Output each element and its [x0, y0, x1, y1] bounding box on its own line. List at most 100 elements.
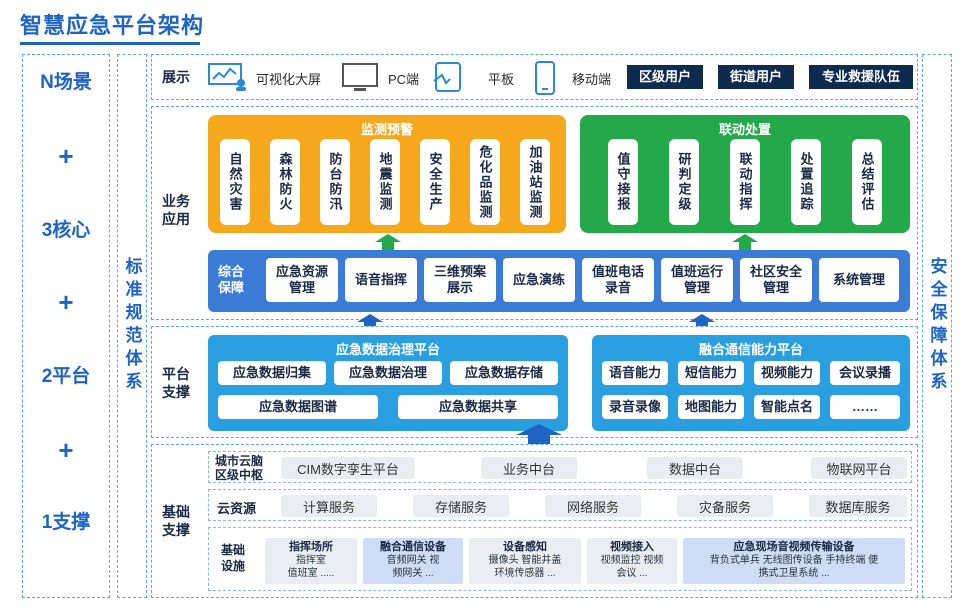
- data-gov-item: 应急数据存储: [450, 361, 558, 385]
- cloud-item: 数据库服务: [809, 495, 907, 517]
- device-label-tablet: 平板: [488, 72, 515, 87]
- support-item: 应急演练: [503, 258, 575, 302]
- support-item-line: 管理: [683, 280, 710, 295]
- cloud-item: 灾备服务: [677, 495, 773, 517]
- comprehensive-support-bar: 综合 保障 应急资源管理 语音指挥 三维预案展示 应急演练 值班电话录音 值班运…: [208, 250, 910, 312]
- linkage-item: 联动指挥: [730, 139, 760, 225]
- infra-desc-line: 背负式单兵 无线图传设备 手持终端 便: [709, 555, 879, 566]
- comm-item: 短信能力: [678, 361, 744, 385]
- infra-title: 应急现场音视频传输设备: [733, 541, 855, 553]
- platform-layer: 平台 支撑 应急数据治理平台 应急数据归集 应急数据治理 应急数据存储 应急数据…: [151, 326, 918, 438]
- infra-field-av-transmission: 应急现场音视频传输设备 背负式单兵 无线图传设备 手持终端 便 携式卫星系统 .…: [683, 538, 905, 584]
- title-underline: [20, 42, 200, 45]
- base-label-line1: 基础: [162, 504, 190, 520]
- standard-column: 标准规范体系: [117, 54, 147, 598]
- monitor-item: 地震监测: [370, 139, 400, 225]
- monitor-warning-panel: 监测预警 自然灾害 森林防火 防台防汛 地震监测 安全生产 危化品监测 加油站监…: [208, 115, 566, 233]
- data-gov-item: 应急数据治理: [334, 361, 442, 385]
- base-label-line2: 支撑: [162, 522, 190, 538]
- platform-layer-label: 平台 支撑: [162, 365, 190, 401]
- infra-title: 融合通信设备: [380, 541, 446, 553]
- infra-command-site: 指挥场所 指挥室 值班室 .....: [265, 538, 357, 584]
- standard-system-label: 标准规范体系: [122, 257, 142, 395]
- linkage-disposal-panel: 联动处置 值守接报 研判定级 联动指挥 处置追踪 总结评估: [580, 115, 910, 233]
- infra-desc-line: 会议 ...: [616, 568, 648, 579]
- support-item: 值班电话录音: [582, 258, 654, 302]
- comm-item: 会议录播: [830, 361, 900, 385]
- support-item: 三维预案展示: [424, 258, 496, 302]
- infra-label-line1: 基础: [221, 543, 246, 557]
- base-layer: 基础 支撑 城市云脑 区级中枢 CIM数字孪生平台 业务中台 数据中台 物联网平…: [151, 444, 918, 598]
- linkage-item: 研判定级: [669, 139, 699, 225]
- city-brain-label-line1: 城市云脑: [215, 454, 264, 468]
- scene-count: N场景: [40, 72, 92, 93]
- linkage-item: 处置追踪: [791, 139, 821, 225]
- cloud-resource-label: 云资源: [217, 501, 257, 516]
- comm-item: 录音录像: [602, 395, 668, 419]
- city-brain-row: 城市云脑 区级中枢 CIM数字孪生平台 业务中台 数据中台 物联网平台: [208, 451, 912, 483]
- comm-item: 视频能力: [754, 361, 820, 385]
- base-layer-label: 基础 支撑: [162, 503, 190, 539]
- support-count: 1支撑: [41, 512, 91, 533]
- support-item-line: 管理: [762, 280, 789, 295]
- support-item: 社区安全管理: [740, 258, 812, 302]
- device-label-screen: 可视化大屏: [256, 72, 322, 87]
- monitor-item: 危化品监测: [470, 139, 500, 225]
- infra-sensing: 设备感知 摄像头 智能井盖 环境传感器 ...: [469, 538, 581, 584]
- infra-comm-equipment: 融合通信设备 音频网关 视 频网关 ...: [363, 538, 463, 584]
- infra-title: 视频接入: [610, 541, 654, 553]
- comm-item: 地图能力: [678, 395, 744, 419]
- left-summary-column: N场景 + 3核心 + 2平台 + 1支撑: [22, 54, 110, 598]
- dashboard-screen-icon: [208, 63, 248, 96]
- business-label-line2: 应用: [162, 211, 190, 227]
- platform-label-line2: 支撑: [162, 384, 190, 400]
- business-layer: 业务 应用 监测预警 自然灾害 森林防火 防台防汛 地震监测 安全生产 危化品监…: [151, 106, 918, 320]
- device-label-mobile: 移动端: [572, 72, 612, 87]
- comm-item: ……: [830, 395, 900, 419]
- data-gov-item: 应急数据图谱: [218, 395, 378, 419]
- data-gov-item: 应急数据归集: [218, 361, 326, 385]
- linkage-disposal-title: 联动处置: [718, 122, 771, 137]
- linkage-item: 值守接报: [608, 139, 638, 225]
- core-count: 3核心: [41, 220, 91, 241]
- business-layer-label: 业务 应用: [162, 192, 190, 228]
- monitor-icon: [342, 63, 380, 98]
- support-item-line: 值班电话: [591, 264, 644, 279]
- up-arrow-icon: [689, 314, 715, 335]
- user-rescue-team: 专业救援队伍: [809, 65, 913, 89]
- support-item-line: 应急资源: [275, 264, 328, 279]
- plus-sign: +: [58, 287, 74, 317]
- comm-item: 智能点名: [754, 395, 820, 419]
- monitor-warning-title: 监测预警: [360, 122, 413, 137]
- data-governance-platform: 应急数据治理平台 应急数据归集 应急数据治理 应急数据存储 应急数据图谱 应急数…: [208, 335, 568, 431]
- infra-desc-line: 摄像头 智能井盖: [488, 555, 562, 566]
- cloud-item: 存储服务: [413, 495, 509, 517]
- city-brain-label-line2: 区级中枢: [215, 468, 264, 482]
- infra-title: 指挥场所: [289, 541, 333, 553]
- support-item: 值班运行管理: [661, 258, 733, 302]
- monitor-item: 自然灾害: [220, 139, 250, 225]
- infra-desc-line: 视频监控 视频: [600, 555, 664, 566]
- infra-desc-line: 指挥室: [296, 555, 326, 566]
- support-item-line: 管理: [288, 280, 315, 295]
- support-item-line: 录音: [604, 280, 631, 295]
- monitor-item: 加油站监测: [520, 139, 550, 225]
- converged-comm-platform: 融合通信能力平台 语音能力 短信能力 视频能力 会议录播 录音录像 地图能力 智…: [592, 335, 910, 431]
- infra-desc-line: 值班室 .....: [287, 568, 335, 579]
- mobile-phone-icon: [534, 61, 556, 100]
- up-arrow-icon: [732, 234, 758, 255]
- city-brain-label: 城市云脑 区级中枢: [215, 454, 263, 482]
- converged-comm-title: 融合通信能力平台: [698, 342, 803, 357]
- business-label-line1: 业务: [162, 193, 190, 209]
- security-system-label: 安全保障体系: [927, 257, 947, 395]
- user-district: 区级用户: [627, 65, 703, 89]
- security-column: 安全保障体系: [922, 54, 952, 598]
- monitor-item: 防台防汛: [320, 139, 350, 225]
- user-street: 街道用户: [718, 65, 794, 89]
- monitor-item: 森林防火: [270, 139, 300, 225]
- support-item-line: 三维预案: [433, 264, 486, 279]
- support-item-line: 值班运行: [670, 264, 723, 279]
- infra-desc-line: 携式卫星系统 ...: [758, 568, 830, 579]
- city-brain-item: 业务中台: [481, 457, 577, 479]
- linkage-item: 总结评估: [852, 139, 882, 225]
